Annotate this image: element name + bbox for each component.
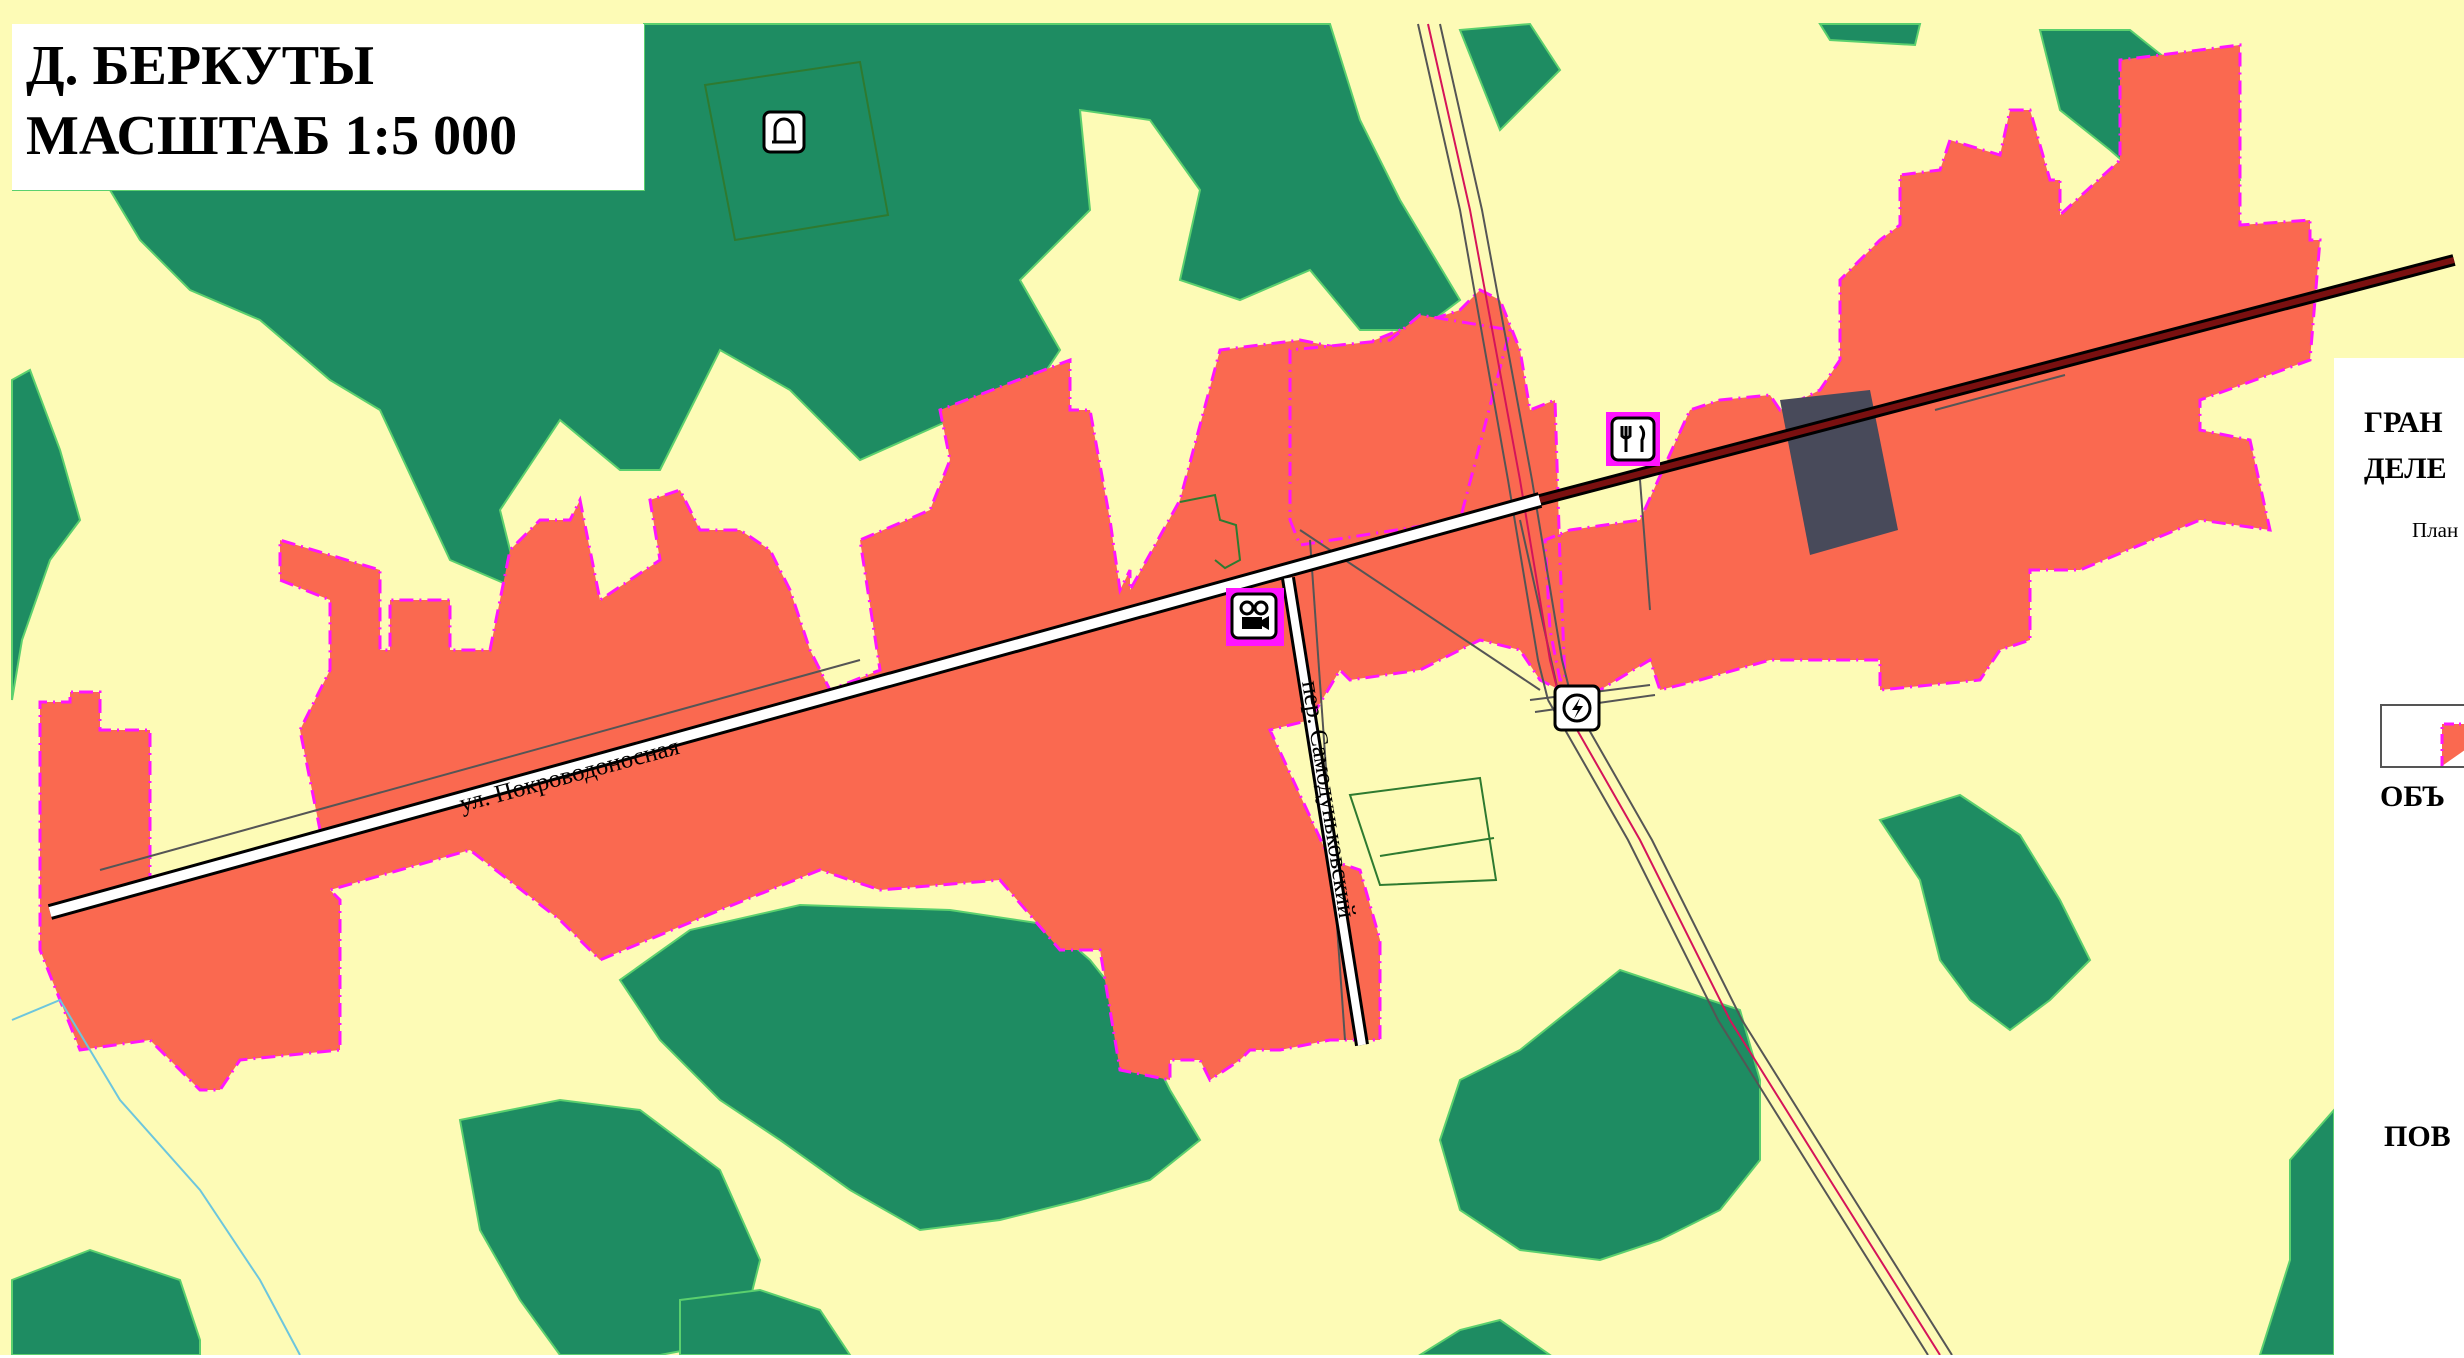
track-west bbox=[99, 659, 861, 871]
forest-south-east-bottom bbox=[1418, 1318, 1552, 1355]
forest-west-strip bbox=[11, 368, 82, 701]
road-main-fill bbox=[48, 495, 1542, 917]
cinema-reel-left bbox=[1239, 600, 1255, 616]
track-north-east-2 bbox=[1934, 374, 2066, 411]
legend-item-label: ОБЪ bbox=[2380, 780, 2445, 813]
forest-far-east bbox=[2258, 1107, 2335, 1355]
roads bbox=[47, 254, 2456, 1047]
railway-rail-south-2 bbox=[1547, 699, 1929, 1355]
power-station-icon[interactable] bbox=[1553, 684, 1601, 732]
railway-rail-north-2 bbox=[1417, 23, 1549, 701]
settlement-zones bbox=[38, 43, 2322, 1092]
cemetery-icon[interactable] bbox=[762, 110, 806, 154]
cinema-icon[interactable] bbox=[1226, 588, 1284, 646]
forest-areas bbox=[11, 22, 2335, 1355]
cemetery-icon-glyph bbox=[772, 117, 796, 144]
legend-note: План bbox=[2412, 518, 2459, 542]
map-title-box: Д. БЕРКУТЫ МАСШТАБ 1:5 000 bbox=[12, 24, 644, 190]
map-title: Д. БЕРКУТЫ bbox=[26, 35, 375, 97]
restaurant-icon-frame bbox=[1610, 416, 1656, 462]
forest-south-middle bbox=[1438, 968, 1761, 1262]
cinema-camera-body bbox=[1242, 617, 1262, 629]
restaurant-icon-glyph bbox=[1620, 424, 1646, 452]
settlement-block-center bbox=[1288, 313, 1512, 547]
power-station-icon-ring bbox=[1562, 693, 1592, 723]
cinema-icon-frame bbox=[1230, 592, 1278, 640]
forest-north-large bbox=[12, 23, 1462, 592]
railway-rail-south bbox=[1571, 699, 1953, 1355]
legend-panel: ГРАН ДЕЛЕ План ОБЪ ПОВ bbox=[2334, 358, 2464, 1358]
parcel-divider bbox=[1379, 837, 1495, 857]
road-lane-fill bbox=[1284, 577, 1366, 1046]
settlement-blocks bbox=[1288, 313, 1512, 547]
legend-item2-label: ПОВ bbox=[2384, 1120, 2451, 1153]
parcel-south-lane bbox=[1348, 776, 1498, 887]
legend-swatch-symbol bbox=[2440, 722, 2464, 766]
power-station-icon-bolt bbox=[1572, 698, 1583, 719]
track-east-spur bbox=[1639, 479, 1651, 611]
forest-south-center bbox=[618, 903, 1202, 1232]
cinema-reel-right bbox=[1253, 600, 1269, 616]
parcel-outlines bbox=[703, 60, 1498, 887]
railway-line-south bbox=[1559, 699, 1941, 1355]
forest-south-west-corner bbox=[11, 1248, 201, 1355]
legend-swatch-border-sample bbox=[2440, 722, 2464, 766]
parcel-cemetery bbox=[703, 60, 890, 242]
forest-east bbox=[1878, 793, 2092, 1032]
parcel-center bbox=[1179, 493, 1242, 570]
railway-rail-north bbox=[1439, 23, 1573, 701]
map-scale: МАСШТАБ 1:5 000 bbox=[26, 105, 518, 167]
railway bbox=[1417, 23, 1953, 1355]
stream-line bbox=[11, 998, 301, 1355]
railway-line-north bbox=[1427, 23, 1561, 701]
settlement-west bbox=[38, 43, 2322, 1092]
restaurant-icon[interactable] bbox=[1606, 412, 1660, 466]
legend-swatch bbox=[2380, 704, 2464, 768]
road-east-fill bbox=[1539, 257, 2455, 503]
forest-north-east-2 bbox=[1818, 23, 1922, 47]
cinema-camera-lens bbox=[1262, 616, 1269, 630]
forest-south-bottom bbox=[679, 1288, 852, 1355]
forest-north-east bbox=[1458, 22, 1562, 132]
legend-heading-line2: ДЕЛЕ bbox=[2364, 452, 2447, 485]
legend-heading-line1: ГРАН bbox=[2364, 406, 2443, 439]
